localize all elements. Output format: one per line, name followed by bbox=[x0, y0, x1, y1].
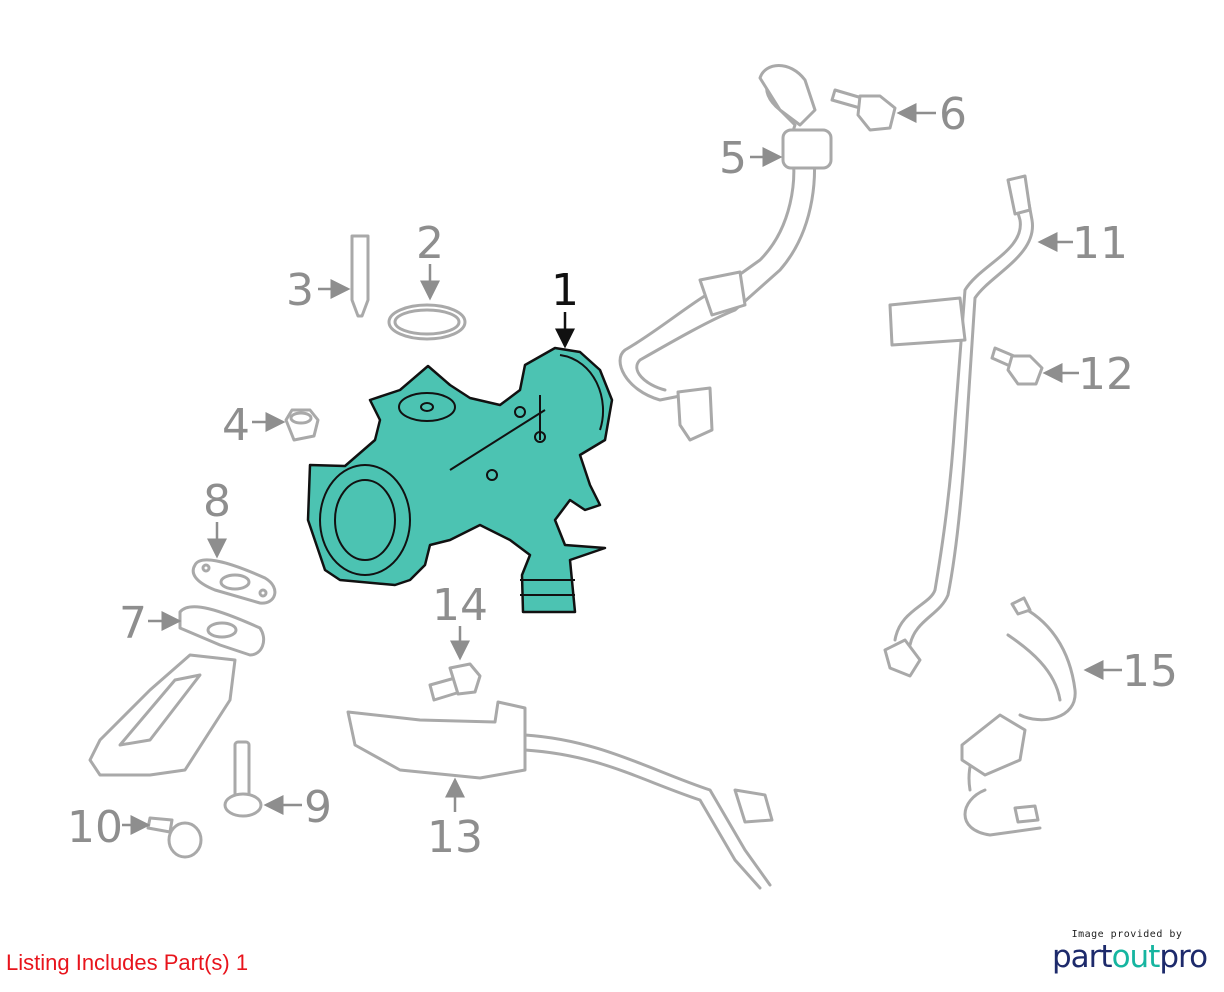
callout-number: 6 bbox=[939, 89, 967, 140]
callout-12: 12 bbox=[1042, 349, 1134, 400]
listing-includes-text: Listing Includes Part(s) 1 bbox=[6, 950, 249, 975]
part-5-oil-feed-line[interactable] bbox=[618, 64, 833, 442]
callout-11: 11 bbox=[1037, 218, 1128, 269]
part-2-o-ring[interactable] bbox=[387, 303, 467, 341]
part-14-bolt[interactable] bbox=[428, 662, 482, 702]
logo-pro: pro bbox=[1159, 939, 1208, 975]
callout-number: 7 bbox=[119, 598, 147, 649]
callout-number: 11 bbox=[1072, 218, 1128, 269]
callout-number: 12 bbox=[1078, 349, 1134, 400]
partoutpro-credit: Image provided by partoutpro bbox=[1052, 929, 1208, 975]
callout-number: 3 bbox=[286, 265, 314, 316]
callout-3: 3 bbox=[286, 265, 351, 316]
part-12-bolt[interactable] bbox=[990, 346, 1044, 386]
part-3-stud[interactable] bbox=[350, 234, 370, 318]
callout-number: 9 bbox=[304, 782, 332, 833]
callout-14: 14 bbox=[432, 580, 488, 661]
logo-part: part bbox=[1052, 939, 1113, 975]
part-6-bolt[interactable] bbox=[830, 88, 897, 132]
callout-number: 4 bbox=[222, 400, 250, 451]
callout-number: 15 bbox=[1122, 646, 1178, 697]
part-11-coolant-line[interactable] bbox=[883, 174, 1034, 678]
callout-2: 2 bbox=[416, 218, 444, 301]
callout-15: 15 bbox=[1083, 646, 1178, 697]
part-1-turbocharger[interactable] bbox=[306, 346, 614, 614]
callout-9: 9 bbox=[263, 782, 332, 833]
callout-7: 7 bbox=[119, 598, 182, 649]
callout-10: 10 bbox=[67, 802, 151, 853]
callout-13: 13 bbox=[427, 777, 483, 863]
callout-number: 13 bbox=[427, 812, 483, 863]
logo-out: out bbox=[1111, 939, 1161, 975]
callout-number: 14 bbox=[432, 580, 488, 631]
part-9-bolt[interactable] bbox=[223, 740, 263, 818]
callout-1: 1 bbox=[551, 265, 579, 349]
part-15-hose[interactable] bbox=[960, 596, 1077, 837]
callout-4: 4 bbox=[222, 400, 286, 451]
callout-number: 8 bbox=[203, 476, 231, 527]
partoutpro-logo: partoutpro bbox=[1052, 939, 1208, 975]
part-10-bolt[interactable] bbox=[146, 816, 203, 859]
part-7-bracket[interactable] bbox=[88, 605, 266, 777]
credit-caption: Image provided by bbox=[1071, 929, 1183, 940]
callout-number: 2 bbox=[416, 218, 444, 269]
callout-6: 6 bbox=[896, 89, 967, 140]
part-13-bracket[interactable] bbox=[346, 700, 774, 890]
callout-number: 10 bbox=[67, 802, 123, 853]
callout-8: 8 bbox=[203, 476, 231, 559]
part-4-nut[interactable] bbox=[284, 408, 320, 442]
part-8-gasket[interactable] bbox=[191, 558, 277, 605]
callout-5: 5 bbox=[719, 133, 783, 184]
callout-number: 5 bbox=[719, 133, 747, 184]
callout-number: 1 bbox=[551, 265, 579, 316]
